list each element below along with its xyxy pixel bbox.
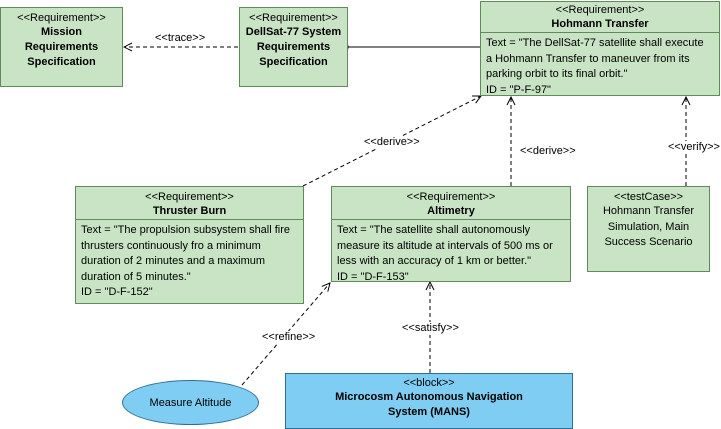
derive-label-thruster: <<derive>>: [363, 136, 421, 149]
thruster-name: Thruster Burn: [152, 205, 227, 217]
hohmann-id: ID = "P-F-97": [486, 83, 551, 96]
refine-connector[interactable]: [241, 283, 330, 386]
altimetry-properties: Text = "The satellite shall autonomously…: [332, 219, 570, 288]
testcase-node[interactable]: <<testCase>> Hohmann Transfer Simulation…: [587, 186, 710, 272]
hohmann-properties: Text = "The DellSat-77 satellite shall e…: [481, 32, 719, 101]
mission-name: Mission Requirements Specification: [24, 26, 99, 68]
thruster-properties: Text = "The propulsion subsystem shall f…: [76, 219, 303, 304]
hohmann-text: Text = "The DellSat-77 satellite shall e…: [486, 37, 704, 80]
altimetry-node[interactable]: <<Requirement>> Altimetry Text = "The sa…: [331, 186, 571, 283]
trace-label: <<trace>>: [154, 32, 207, 45]
hohmann-stereotype: <<Requirement>>: [555, 4, 645, 16]
mans-block-node[interactable]: <<block>> Microcosm Autonomous Navigatio…: [285, 373, 573, 429]
dellsat-name: DellSat-77 System Requirements Specifica…: [245, 26, 342, 68]
satisfy-label: <<satisfy>>: [401, 322, 460, 335]
hohmann-name: Hohmann Transfer: [551, 18, 649, 30]
testcase-name: Hohmann Transfer Simulation, Main Succes…: [602, 205, 695, 248]
refine-label: <<refine>>: [261, 331, 317, 344]
mans-stereotype: <<block>>: [403, 377, 455, 389]
measure-altitude-label: Measure Altitude: [149, 396, 232, 409]
dellsat-requirements-node[interactable]: <<Requirement>> DellSat-77 System Requir…: [239, 7, 348, 87]
thruster-text: Text = "The propulsion subsystem shall f…: [81, 224, 291, 283]
thruster-id: ID = "D-F-152": [81, 286, 153, 298]
mission-stereotype: <<Requirement>>: [17, 12, 106, 24]
mans-name: Microcosm Autonomous Navigation System (…: [335, 391, 523, 418]
derive-label-altimetry: <<derive>>: [519, 145, 577, 158]
thruster-burn-node[interactable]: <<Requirement>> Thruster Burn Text = "Th…: [75, 186, 304, 304]
altimetry-text: Text = "The satellite shall autonomously…: [337, 224, 553, 267]
altimetry-id: ID = "D-F-153": [337, 270, 409, 283]
thruster-stereotype: <<Requirement>>: [145, 191, 234, 203]
altimetry-name: Altimetry: [427, 205, 475, 217]
measure-altitude-usecase[interactable]: Measure Altitude: [122, 380, 259, 425]
hohmann-transfer-node[interactable]: <<Requirement>> Hohmann Transfer Text = …: [480, 1, 720, 96]
dellsat-stereotype: <<Requirement>>: [249, 12, 338, 24]
verify-label: <<verify>>: [667, 141, 721, 154]
mission-requirements-node[interactable]: <<Requirement>> Mission Requirements Spe…: [0, 7, 123, 87]
altimetry-stereotype: <<Requirement>>: [406, 191, 496, 203]
testcase-stereotype: <<testCase>>: [613, 191, 684, 203]
